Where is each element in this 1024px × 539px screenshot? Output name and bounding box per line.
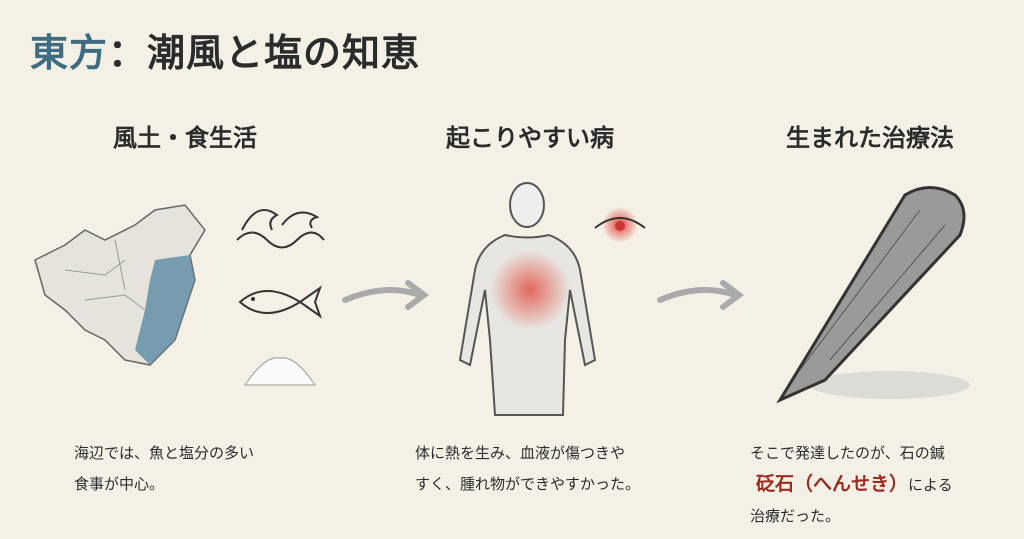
stone-needle-illustration (776, 186, 970, 404)
heading-treatment: 生まれた治療法 (786, 123, 954, 152)
ocean-waves-icon (236, 209, 325, 249)
salt-pile-icon (244, 357, 316, 386)
bianshi-highlight: 砭石（へんせき） (756, 473, 909, 495)
heading-climate-diet: 風土・食生活 (113, 123, 257, 152)
page-title: 東方：潮風と塩の知恵 (30, 30, 421, 75)
arrow-icon (657, 280, 744, 310)
inflamed-eye-icon (594, 207, 646, 243)
china-map-illustration (34, 204, 206, 366)
human-body-illustration (458, 182, 597, 416)
treatment-description: そこで発達したのが、石の鍼 砭石（へんせき）による 治療だった。 (750, 444, 953, 525)
fish-icon (238, 285, 322, 319)
illness-description: 体に熱を生み、血液が傷つきや すく、腫れ物ができやすかった。 (415, 444, 641, 493)
climate-description: 海辺では、魚と塩分の多い 食事が中心。 (74, 444, 255, 493)
arrow-icon (342, 280, 429, 310)
heading-common-illness: 起こりやすい病 (446, 123, 614, 152)
